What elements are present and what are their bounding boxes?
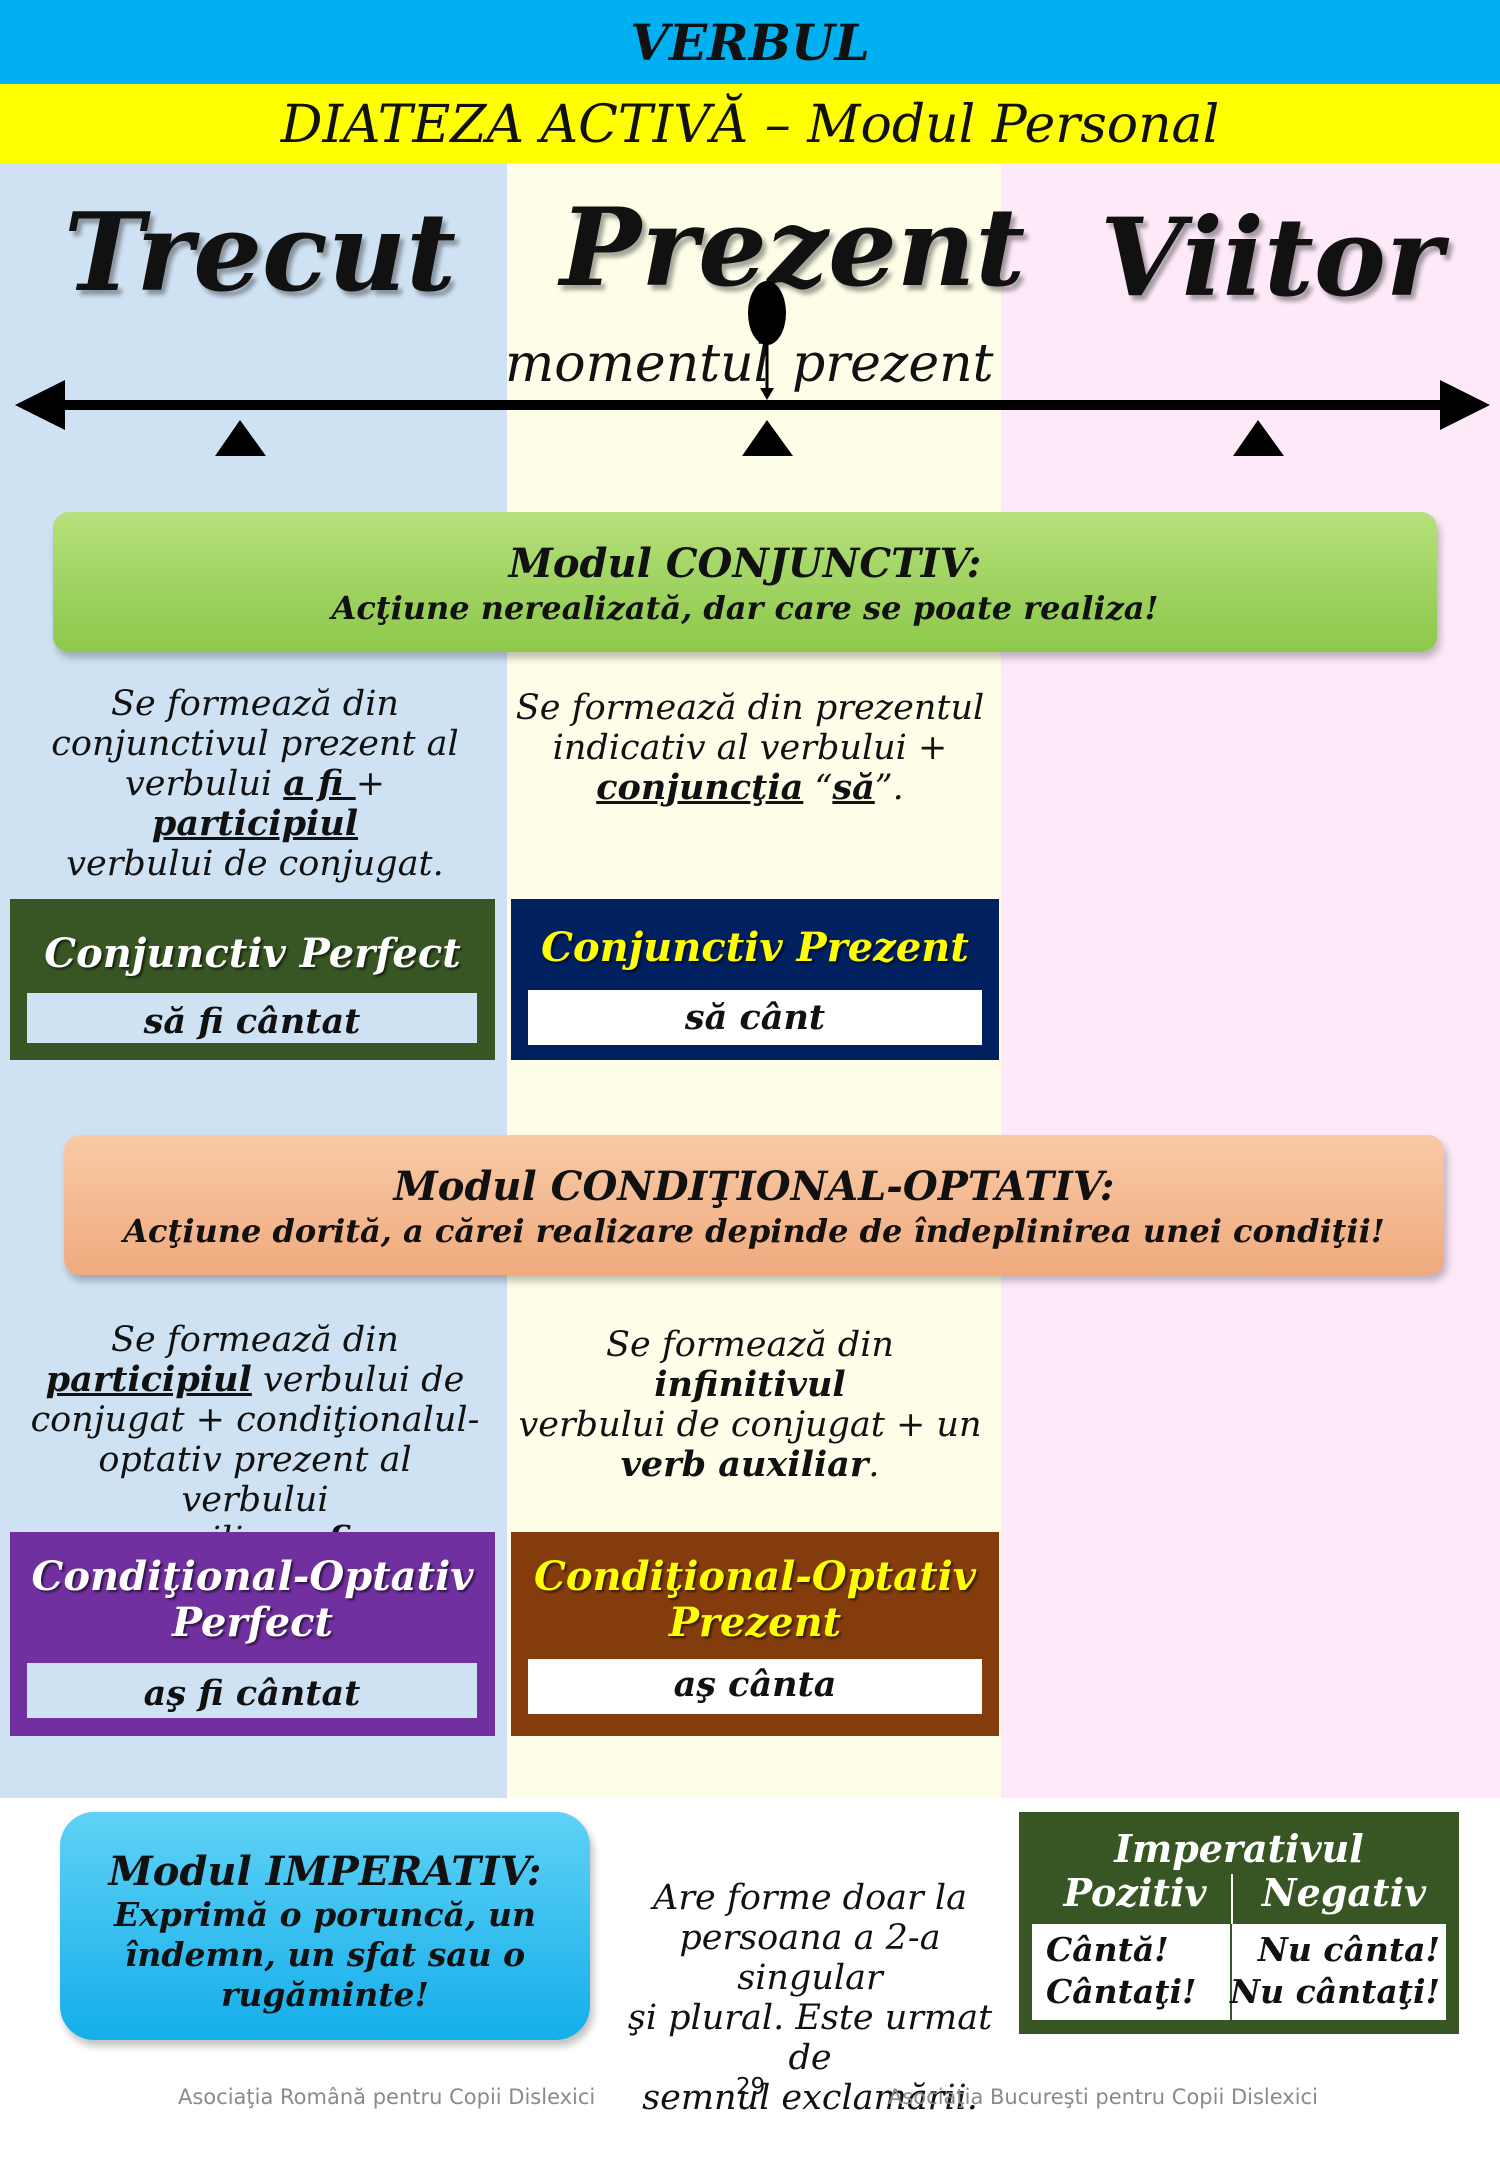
- imperativ-table-body: Cântă! Cântaţi! Nu cânta! Nu cântaţi!: [1032, 1924, 1446, 2020]
- desc-text: “: [803, 768, 833, 808]
- imperativ-neg-2: Nu cântaţi!: [1229, 1972, 1440, 2011]
- desc-bold: verb auxiliar: [620, 1444, 869, 1485]
- conditional-prezent-example: aş cânta: [528, 1659, 982, 1714]
- conditional-banner: Modul CONDIŢIONAL-OPTATIV: Acţiune dorit…: [64, 1135, 1444, 1275]
- imperativ-title: Modul IMPERATIV:: [108, 1848, 542, 1895]
- desc-line: conjunctivul prezent al: [51, 724, 459, 764]
- moment-label-left: momentul: [505, 334, 771, 394]
- conditional-perfect-name-2: Perfect: [171, 1599, 333, 1646]
- imperativ-desc-line: rugăminte!: [220, 1975, 429, 2014]
- footer-left: Asociaţia Română pentru Copii Dislexici: [178, 2085, 596, 2109]
- conjunctiv-subtitle: Acţiune nerealizată, dar care se poate r…: [331, 589, 1159, 627]
- conjunctiv-prezent-desc: Se formează din prezentul indicativ al v…: [510, 688, 990, 808]
- conjunctiv-perfect-box: Conjunctiv Perfect să fi cântat: [10, 899, 495, 1060]
- imperativ-desc-line: îndemn, un sfat sau o: [124, 1935, 526, 1974]
- desc-line: Se formează din: [111, 1320, 399, 1360]
- conditional-prezent-box: Condiţional-Optativ Prezent aş cânta: [511, 1532, 999, 1736]
- desc-text: +: [355, 764, 386, 804]
- conditional-perfect-box: Condiţional-Optativ Perfect aş fi cântat: [10, 1532, 495, 1736]
- desc-line: indicativ al verbului +: [552, 728, 948, 768]
- imperativ-pos-2: Cântaţi!: [1046, 1972, 1197, 2011]
- desc-text: Se formează din: [606, 1325, 894, 1365]
- note-line: Are forme doar la: [653, 1878, 967, 1918]
- desc-line: verbului de conjugat.: [66, 844, 444, 884]
- imperativ-table-inner-divider: [1230, 1924, 1232, 2020]
- desc-emph: participiul: [45, 1359, 252, 1400]
- note-line: persoana a 2-a singular: [679, 1918, 941, 1998]
- desc-emph: a fi: [283, 763, 356, 804]
- conjunctiv-prezent-example: să cânt: [528, 990, 982, 1045]
- imperativ-banner: Modul IMPERATIV: Exprimă o poruncă, un î…: [60, 1812, 590, 2040]
- desc-line: participiul verbului de: [20, 1359, 490, 1401]
- conjunctiv-title: Modul CONJUNCTIV:: [508, 540, 982, 587]
- desc-line: Se formează din prezentul: [515, 688, 985, 728]
- desc-text: .: [868, 1445, 880, 1485]
- conjunctiv-perfect-name: Conjunctiv Perfect: [44, 930, 461, 977]
- page-title: VERBUL: [0, 0, 1500, 84]
- imperativ-table-title: Imperativul: [1114, 1826, 1364, 1871]
- desc-line: Se formează din: [111, 684, 399, 724]
- desc-emph: participiul: [151, 803, 359, 844]
- conditional-perfect-name-1: Condiţional-Optativ: [31, 1553, 474, 1600]
- desc-line: conjuncţia “să”.: [510, 767, 990, 809]
- page-number: 29: [736, 2074, 766, 2100]
- conditional-subtitle: Acţiune dorită, a cărei realizare depind…: [123, 1212, 1385, 1250]
- timeline-arrow: [15, 281, 1490, 456]
- desc-text: ”.: [874, 768, 904, 808]
- desc-line: Se formează din infinitivul: [515, 1325, 985, 1405]
- conditional-perfect-desc: Se formează din participiul verbului de …: [20, 1320, 490, 1560]
- note-line: semnul exclamării.: [642, 2078, 978, 2118]
- imperativ-note: Are forme doar la persoana a 2-a singula…: [610, 1878, 1010, 2118]
- desc-text: verbului: [124, 764, 284, 804]
- conditional-prezent-name-2: Prezent: [668, 1599, 842, 1646]
- desc-emph: conjuncţia: [596, 767, 804, 808]
- note-line: şi plural. Este urmat de: [627, 1998, 993, 2078]
- conditional-perfect-example: aş fi cântat: [27, 1663, 477, 1718]
- moment-label-right: prezent: [792, 334, 994, 394]
- desc-line: conjugat + condiţionalul-: [30, 1400, 480, 1440]
- imperativ-table: Imperativul Pozitiv Negativ Cântă! Cânta…: [1019, 1812, 1459, 2034]
- desc-line: optativ prezent al verbului: [98, 1440, 412, 1520]
- conjunctiv-prezent-name: Conjunctiv Prezent: [541, 924, 969, 971]
- conjunctiv-banner: Modul CONJUNCTIV: Acţiune nerealizată, d…: [53, 512, 1437, 652]
- page-subtitle: DIATEZA ACTIVĂ – Modul Personal: [0, 84, 1500, 163]
- past-label: Trecut: [63, 190, 457, 316]
- future-label: Viitor: [1100, 195, 1443, 321]
- present-label: Prezent: [560, 185, 1026, 311]
- desc-text: verbului de: [251, 1360, 465, 1400]
- imperativ-col-neg: Negativ: [1261, 1870, 1427, 1915]
- imperativ-col-pos: Pozitiv: [1063, 1870, 1207, 1915]
- conjunctiv-perfect-example: să fi cântat: [27, 993, 477, 1043]
- desc-bold: infinitivul: [654, 1364, 846, 1405]
- desc-line: verbului a fi + participiul: [20, 764, 490, 844]
- desc-line: verbului de conjugat + un: [518, 1405, 982, 1445]
- conditional-title: Modul CONDIŢIONAL-OPTATIV:: [393, 1163, 1115, 1210]
- conditional-prezent-name-1: Condiţional-Optativ: [533, 1553, 977, 1600]
- conjunctiv-prezent-box: Conjunctiv Prezent să cânt: [511, 899, 999, 1060]
- conjunctiv-perfect-desc: Se formează din conjunctivul prezent al …: [20, 684, 490, 884]
- desc-line: verb auxiliar.: [515, 1444, 985, 1486]
- footer-right: Asociaţia Bucureşti pentru Copii Dislexi…: [888, 2085, 1318, 2109]
- conditional-prezent-desc: Se formează din infinitivul verbului de …: [515, 1325, 985, 1485]
- imperativ-neg-1: Nu cânta!: [1257, 1930, 1440, 1969]
- desc-emph: să: [832, 767, 875, 808]
- imperativ-pos-1: Cântă!: [1046, 1930, 1169, 1969]
- imperativ-desc-line: Exprimă o poruncă, un: [113, 1895, 536, 1934]
